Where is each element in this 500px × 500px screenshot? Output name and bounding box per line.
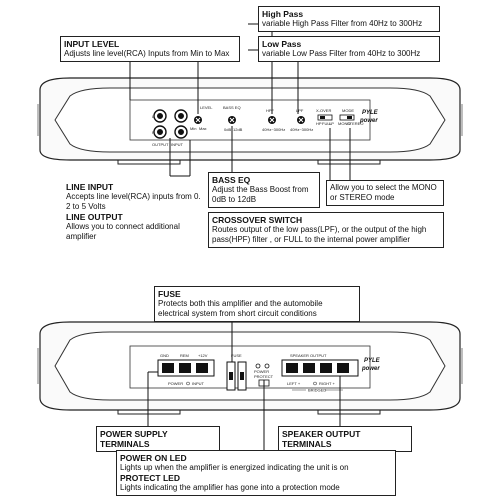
panel-full-label: FULL <box>322 121 333 126</box>
panel-hpf-label: HPF <box>266 108 275 113</box>
panel-right-label: RIGHT + <box>319 381 335 386</box>
fuse-desc: Protects both this amplifier and the aut… <box>158 299 323 318</box>
power-supply-title: POWER SUPPLY TERMINALS <box>100 429 168 449</box>
panel-rem-label: REM <box>180 353 189 358</box>
protect-led-title: PROTECT LED <box>120 473 180 483</box>
power-led-icon <box>255 363 261 369</box>
panel-level-label: LEVEL <box>200 105 213 110</box>
bass-eq-title: BASS EQ <box>212 175 251 185</box>
panel-left-label: LEFT + <box>287 381 301 386</box>
line-output-desc: Allows you to connect additional amplifi… <box>66 222 180 241</box>
panel-12db-label: 12dB <box>233 127 243 132</box>
panel-l-label: L <box>152 114 155 119</box>
panel-xover-label: X-OVER <box>316 108 331 113</box>
high-pass-title: High Pass <box>262 9 304 19</box>
panel-max-label: Max <box>199 126 207 131</box>
power-logo-bottom: power <box>361 366 380 372</box>
panel-r-label: R <box>152 130 155 135</box>
panel-protect-label: PROTECT <box>254 374 274 379</box>
panel-hpf-range: 40Hz~300Hz <box>262 127 285 132</box>
panel-input-led-label: INPUT <box>192 381 205 386</box>
protect-led-icon <box>264 363 270 369</box>
power-led-title: POWER ON LED <box>120 453 187 463</box>
panel-bass-eq-label: BASS EQ <box>223 105 241 110</box>
knob-level <box>194 116 202 124</box>
input-level-callout: INPUT LEVEL Adjusts line level(RCA) Inpu… <box>60 36 240 62</box>
panel-stereo-label: STEREO <box>347 121 363 126</box>
crossover-title: CROSSOVER SWITCH <box>212 215 303 225</box>
knob-bass-eq <box>228 116 236 124</box>
panel-power-led-label: POWER <box>168 381 183 386</box>
panel-lp-label: LP <box>329 121 334 126</box>
power-supply-callout: POWER SUPPLY TERMINALS <box>96 426 220 452</box>
panel-input-label: INPUT <box>171 142 184 147</box>
speaker-output-callout: SPEAKER OUTPUT TERMINALS <box>278 426 412 452</box>
panel-min-label: Min <box>190 126 196 131</box>
pyle-logo-bottom: PYLE <box>364 358 381 364</box>
panel-mono-label: MONO <box>338 121 350 126</box>
bottom-leaders <box>147 314 341 450</box>
low-pass-callout: Low Pass variable Low Pass Filter from 4… <box>258 36 440 62</box>
high-pass-desc: variable High Pass Filter from 40Hz to 3… <box>262 19 423 28</box>
panel-power-label: POWER <box>254 369 269 374</box>
panel-lpf-range: 40Hz~300Hz <box>290 127 313 132</box>
bass-eq-callout: BASS EQ Adjust the Bass Boost from 0dB t… <box>208 172 320 208</box>
panel-gnd-label: GND <box>160 353 169 358</box>
input-level-desc: Adjusts line level(RCA) Inputs from Min … <box>64 49 230 58</box>
mode-desc: Allow you to select the MONO or STEREO m… <box>330 183 437 202</box>
power-logo-top: power <box>359 118 378 124</box>
panel-12v-label: +12V <box>198 353 208 358</box>
line-input-title: LINE INPUT <box>66 182 114 192</box>
panel-fuse-label: FUSE <box>231 353 242 358</box>
fuse-title: FUSE <box>158 289 181 299</box>
high-pass-callout: High Pass variable High Pass Filter from… <box>258 6 440 32</box>
top-amplifier: L R OUTPUT INPUT LEVEL Min Max BASS EQ 0… <box>37 77 463 165</box>
line-output-title: LINE OUTPUT <box>66 212 123 222</box>
panel-output-label: OUTPUT <box>152 142 169 147</box>
input-level-title: INPUT LEVEL <box>64 39 120 49</box>
bass-eq-desc: Adjust the Bass Boost from 0dB to 12dB <box>212 185 309 204</box>
low-pass-desc: variable Low Pass Filter from 40Hz to 30… <box>262 49 421 58</box>
panel-lpf-label: LPF <box>296 108 304 113</box>
bottom-amplifier: GND REM +12V FUSE POWER PROTECT SPEAKER … <box>37 321 463 415</box>
crossover-callout: CROSSOVER SWITCH Routes output of the lo… <box>208 212 444 248</box>
panel-speaker-output-label: SPEAKER OUTPUT <box>290 353 327 358</box>
low-pass-title: Low Pass <box>262 39 302 49</box>
knob-lpf <box>297 116 305 124</box>
led-callout: POWER ON LED Lights up when the amplifie… <box>116 450 396 496</box>
panel-mode-label: MODE <box>342 108 354 113</box>
mode-callout: Allow you to select the MONO or STEREO m… <box>326 180 444 206</box>
fuse-callout: FUSE Protects both this amplifier and th… <box>154 286 360 322</box>
line-io-note: LINE INPUT Accepts line level(RCA) input… <box>66 182 206 242</box>
line-input-desc: Accepts line level(RCA) inputs from 0. 2… <box>66 192 201 211</box>
power-led-desc: Lights up when the amplifier is energize… <box>120 463 349 472</box>
panel-0db-label: 0dB <box>224 127 231 132</box>
crossover-desc: Routes output of the low pass(LPF), or t… <box>212 225 427 244</box>
protect-led-desc: Lights indicating the amplifier has gone… <box>120 483 340 492</box>
speaker-output-title: SPEAKER OUTPUT TERMINALS <box>282 429 361 449</box>
knob-hpf <box>268 116 276 124</box>
panel-bridged-label: BRIDGED <box>308 388 326 393</box>
panel-hp-label: HP <box>316 121 322 126</box>
pyle-logo-top: PYLE <box>362 110 379 116</box>
